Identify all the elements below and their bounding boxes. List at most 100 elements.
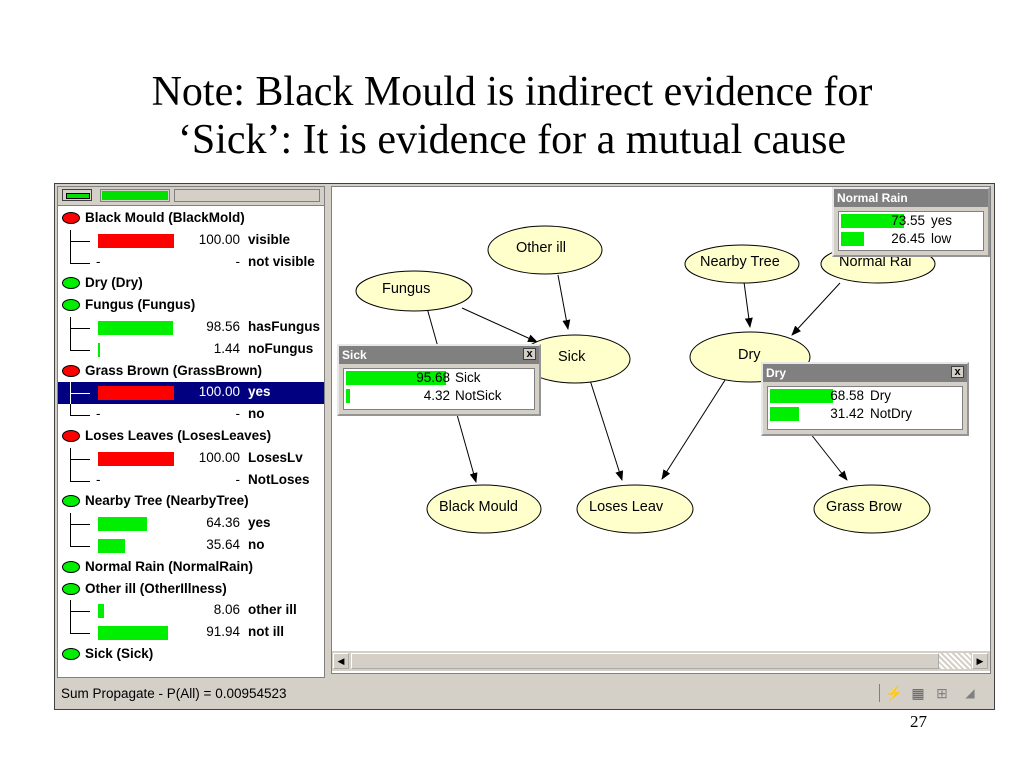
node-blackmould-shape [426, 484, 542, 534]
tree-connector [70, 469, 71, 481]
scroll-left-icon[interactable]: ◀ [333, 653, 349, 669]
belief-bar [98, 320, 173, 335]
tree-connector [70, 524, 90, 526]
tree-column-bar[interactable] [100, 189, 170, 202]
edge-nearbytree-dry [743, 281, 753, 328]
node-grass-brown[interactable]: Grass Brow [826, 499, 902, 515]
tree-node[interactable]: Other ill (OtherIllness) [58, 579, 324, 601]
evidence-bar [98, 233, 174, 248]
slide-title: Note: Black Mould is indirect evidence f… [0, 68, 1024, 164]
node-fungus-shape [355, 270, 473, 312]
tree-node[interactable]: Sick (Sick) [58, 644, 324, 666]
belief-bar [98, 342, 100, 357]
normal-rain-window[interactable]: Normal Rain 73.55 yes 26.45 low [832, 187, 990, 257]
tree-node[interactable]: Loses Leaves (LosesLeaves) [58, 426, 324, 448]
tree-state-row[interactable]: --NotLoses [58, 469, 324, 492]
tree-state-row[interactable]: 1.44 noFungus [58, 338, 324, 361]
tree-header [58, 187, 324, 206]
state-value: 100.00 [198, 384, 240, 400]
sick-window[interactable]: Sick x 95.68 Sick 4.32 NotSick [337, 344, 541, 416]
tree-node[interactable]: Grass Brown (GrassBrown) [58, 361, 324, 383]
slide-title-line1: Note: Black Mould is indirect evidence f… [151, 69, 873, 115]
empty-bar: - [96, 471, 101, 487]
dry-window-titlebar[interactable]: Dry x [763, 364, 967, 382]
tree-column-header[interactable] [174, 189, 320, 202]
state-value: - [235, 471, 241, 487]
finding-red-icon [62, 364, 80, 377]
dry-row-notdry: 31.42 NotDry [768, 405, 962, 423]
tree-node[interactable]: Nearby Tree (NearbyTree) [58, 491, 324, 513]
sick-row-sick: 95.68 Sick [344, 369, 534, 387]
normal-rain-window-title[interactable]: Normal Rain [834, 189, 988, 207]
node-losesleaves-shape [576, 484, 694, 534]
empty-bar: - [96, 406, 101, 422]
tree-node-label: Fungus (Fungus) [85, 297, 196, 313]
resize-grip-icon[interactable]: ◢ [965, 686, 975, 700]
tree-connector [70, 480, 90, 482]
edge-fungus-sick [461, 307, 538, 343]
scroll-thumb[interactable] [351, 653, 939, 669]
node-sick[interactable]: Sick [558, 349, 586, 365]
tree-state-row[interactable]: --no [58, 404, 324, 426]
tree-node[interactable]: Dry (Dry) [58, 273, 324, 295]
close-icon[interactable]: x [523, 348, 536, 360]
belief-value: 26.45 [891, 231, 925, 246]
lightning-icon[interactable]: ⚡ [885, 685, 903, 701]
node-nearby-tree[interactable]: Nearby Tree [700, 254, 780, 270]
state-label: noFungus [248, 340, 314, 356]
edge-otherill-sick [557, 274, 571, 330]
sick-window-title: Sick [342, 348, 367, 362]
state-label: yes [931, 213, 953, 228]
belief-bar [98, 517, 147, 532]
node-dry[interactable]: Dry [738, 347, 761, 363]
node-other-ill[interactable]: Other ill [516, 240, 566, 256]
dry-window[interactable]: Dry x 68.58 Dry 31.42 NotDry [761, 362, 969, 436]
node-green-icon [62, 299, 80, 312]
normal-rain-row-low: 26.45 low [839, 230, 983, 248]
close-icon[interactable]: x [951, 366, 964, 378]
tree-connector [70, 349, 90, 351]
belief-bar [346, 389, 350, 403]
state-value: 100.00 [198, 231, 240, 247]
node-loses-leaves[interactable]: Loses Leav [589, 499, 664, 515]
node-fungus[interactable]: Fungus [382, 281, 431, 297]
tree-node-label: Other ill (OtherIllness) [85, 580, 227, 596]
belief-bar [770, 407, 799, 421]
node-normal-rain[interactable]: Normal Rai [839, 254, 912, 270]
tree-node[interactable]: Fungus (Fungus) [58, 295, 324, 317]
tree-state-row[interactable]: --not visible [58, 251, 324, 274]
node-grassbrown-shape [813, 484, 931, 534]
network-icon[interactable]: ⊞ [936, 685, 948, 701]
tree-node-label: Dry (Dry) [85, 275, 143, 291]
state-value: - [235, 253, 241, 269]
scroll-track[interactable] [939, 653, 971, 669]
sick-window-titlebar[interactable]: Sick x [339, 346, 539, 364]
node-green-icon [62, 647, 80, 660]
belief-bar [98, 604, 104, 619]
scroll-right-icon[interactable]: ▶ [972, 653, 988, 669]
status-text: Sum Propagate - P(All) = 0.00954523 [61, 686, 287, 701]
evidence-bar [98, 451, 174, 466]
tree-node[interactable]: Black Mould (BlackMold) [58, 208, 324, 230]
tree-node-label: Grass Brown (GrassBrown) [85, 362, 263, 378]
state-value: 100.00 [198, 449, 240, 465]
grid-icon[interactable]: ▦ [911, 685, 925, 701]
state-value: 1.44 [213, 340, 240, 356]
horizontal-scrollbar[interactable]: ◀ ▶ [332, 651, 990, 671]
edge-normalrain-dry [791, 282, 841, 336]
tree-node[interactable]: Normal Rain (NormalRain) [58, 557, 324, 579]
node-black-mould[interactable]: Black Mould [439, 499, 518, 515]
network-canvas[interactable]: Fungus Other ill Sick Nearby Tree Normal… [331, 186, 991, 674]
tree-toggle-icon[interactable] [62, 189, 92, 201]
state-label: not visible [248, 253, 315, 269]
